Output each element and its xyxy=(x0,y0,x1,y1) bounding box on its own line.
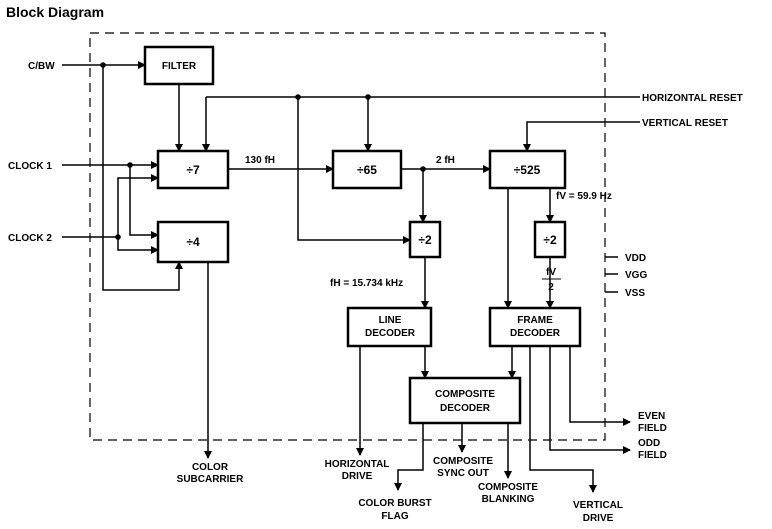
output-composite-blanking-2: BLANKING xyxy=(482,494,535,505)
output-even-field-1: EVEN xyxy=(638,411,665,422)
filter-label: FILTER xyxy=(162,61,197,72)
output-vertical-drive-2: DRIVE xyxy=(583,513,614,524)
wire-clock2-div4 xyxy=(117,237,159,254)
supply-vdd-label: VDD xyxy=(625,253,646,264)
divide-by-4-label: ÷4 xyxy=(186,235,200,249)
divide-by-2-frame-label: ÷2 xyxy=(543,233,557,247)
output-color-burst-1: COLOR BURST xyxy=(358,498,431,509)
output-horizontal-drive-2: DRIVE xyxy=(342,471,373,482)
output-color-subcarrier-1: COLOR xyxy=(192,462,229,473)
wire-hreset-div2 xyxy=(297,97,411,244)
frame-decoder-label-1: FRAME xyxy=(517,315,553,326)
line-decoder-label-2: DECODER xyxy=(365,328,416,339)
signal-fh-label: fH = 15.734 kHz xyxy=(330,278,403,289)
junction-dot xyxy=(365,94,371,100)
divide-by-2-line-label: ÷2 xyxy=(418,233,432,247)
diagram-title: Block Diagram xyxy=(6,4,104,20)
wire-clock1-div4 xyxy=(129,165,159,239)
frame-decoder-block xyxy=(488,306,582,348)
line-decoder-block xyxy=(346,306,433,348)
signal-fv-half-den: 2 xyxy=(548,282,554,293)
divide-by-65-label: ÷65 xyxy=(357,163,377,177)
output-color-burst-2: FLAG xyxy=(381,511,408,522)
output-color-subcarrier-2: SUBCARRIER xyxy=(177,474,244,485)
supply-vgg-label: VGG xyxy=(625,270,647,281)
composite-decoder-label-1: COMPOSITE xyxy=(435,389,495,400)
output-odd-field-2: FIELD xyxy=(638,450,667,461)
filter-block xyxy=(143,45,215,86)
wire-vertical-drive xyxy=(529,346,597,493)
wire-even-field xyxy=(569,346,631,426)
wire-odd-field xyxy=(549,346,631,454)
input-clock2-label: CLOCK 2 xyxy=(8,233,52,244)
output-horizontal-drive-1: HORIZONTAL xyxy=(325,459,390,470)
line-decoder-label-1: LINE xyxy=(379,315,402,326)
composite-decoder-label-2: DECODER xyxy=(440,403,491,414)
output-composite-blanking-1: COMPOSITE xyxy=(478,482,538,493)
junction-dot xyxy=(115,234,121,240)
junction-dot xyxy=(420,166,426,172)
input-horizontal-reset-label: HORIZONTAL RESET xyxy=(642,93,743,104)
signal-fv-half-num: fV xyxy=(546,267,556,278)
output-odd-field-1: ODD xyxy=(638,438,660,449)
frame-decoder-label-2: DECODER xyxy=(510,328,561,339)
input-cbw-label: C/BW xyxy=(28,61,55,72)
signal-fv-label: fV = 59.9 Hz xyxy=(556,191,612,202)
divide-by-4-block xyxy=(156,220,230,264)
wire-vertical-reset xyxy=(523,121,640,152)
wire-color-burst-flag xyxy=(394,423,424,491)
signal-130fh-label: 130 fH xyxy=(245,155,275,166)
divide-by-7-label: ÷7 xyxy=(186,163,200,177)
divide-by-525-label: ÷525 xyxy=(514,163,541,177)
input-vertical-reset-label: VERTICAL RESET xyxy=(642,118,728,129)
junction-dot xyxy=(295,94,301,100)
output-vertical-drive-1: VERTICAL xyxy=(573,500,623,511)
wire-clock2-div7 xyxy=(117,174,159,237)
output-even-field-2: FIELD xyxy=(638,423,667,434)
input-clock1-label: CLOCK 1 xyxy=(8,161,52,172)
junction-dot xyxy=(100,62,106,68)
output-composite-sync-1: COMPOSITE xyxy=(433,456,493,467)
junction-dot xyxy=(127,162,133,168)
wire-cbw-div4 xyxy=(102,65,183,291)
composite-decoder-block xyxy=(408,376,522,425)
signal-2fh-label: 2 fH xyxy=(436,155,455,166)
supply-vss-label: VSS xyxy=(625,288,645,299)
output-composite-sync-2: SYNC OUT xyxy=(437,468,489,479)
